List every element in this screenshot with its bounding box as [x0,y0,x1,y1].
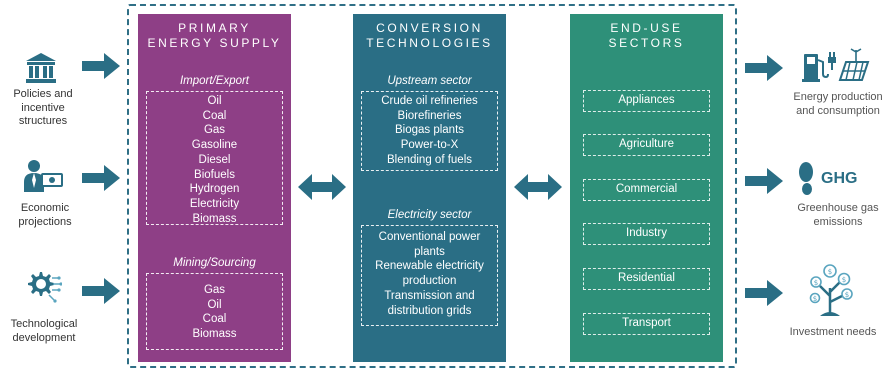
group-title-import-export: Import/Export [179,75,250,87]
mining-sourcing-box: Gas Oil Coal Biomass [146,273,283,350]
output-label-line: Investment needs [789,326,877,338]
ghg-badge: GHG [821,170,858,187]
list-item: plants [414,245,445,258]
list-item: Hydrogen [189,183,240,196]
list-item: production [402,275,457,288]
output-arrow-ghg [745,168,783,194]
output-label-investment: Investment needs [778,326,888,340]
column-title-line: ENERGY SUPPLY [147,36,282,50]
input-label-line: structures [18,115,68,127]
input-label-line: Policies and [13,88,73,100]
column-title-line: PRIMARY [178,21,251,35]
import-export-box: Oil Coal Gas Gasoline Diesel Biofuels Hy… [146,91,283,225]
input-arrow-economic [82,165,120,191]
list-item: Gas [203,284,226,296]
list-item: Crude oil refineries [381,95,478,107]
column-title-line: SECTORS [608,36,685,50]
list-item: Conventional power [378,231,481,243]
list-item: Biofuels [194,168,235,181]
list-item: Power-to-X [400,139,459,152]
list-item: Coal [202,313,227,326]
sector-box-industry: Industry [583,223,710,245]
input-arrow-technology [82,278,120,304]
list-item: Transmission and [384,289,475,302]
output-arrow-energy [745,55,783,81]
output-label-line: and consumption [796,104,880,117]
input-label-economic: Economic projections [4,202,86,229]
input-label-line: projections [18,215,72,228]
input-label-line: development [12,331,76,344]
column-title-line: END-USE [610,21,683,35]
list-item: Blending of fuels [386,153,473,166]
electricity-sector-box: Conventional power plants Renewable elec… [361,225,498,326]
list-item: distribution grids [387,304,472,317]
list-item: Diesel [198,153,231,166]
technology-gear-icon [28,272,62,303]
input-label-policies: Policies and incentive structures [4,88,82,129]
upstream-sector-box: Crude oil refineries Biorefineries Bioga… [361,91,498,171]
group-title-upstream: Upstream sector [387,75,472,87]
sector-box-commercial: Commercial [583,179,710,201]
money-tree-icon: $ $ $ $ $ [809,264,853,316]
list-item: Biogas plants [394,124,465,137]
input-label-line: Economic [20,202,70,214]
sector-box-appliances: Appliances [583,90,710,112]
column-title-line: TECHNOLOGIES [366,36,493,50]
column-title: PRIMARY ENERGY SUPPLY [138,21,291,51]
end-use-sectors-column: END-USE SECTORS Appliances Agriculture C… [570,14,723,362]
output-label-line: emissions [813,215,863,228]
footprint-icon [799,162,813,195]
list-item: Biomass [192,212,237,225]
svg-text:$: $ [845,291,849,299]
list-item: Oil [207,298,222,311]
input-arrow-policies [82,53,120,79]
primary-energy-supply-column: PRIMARY ENERGY SUPPLY Import/Export Oil … [138,14,291,362]
sector-box-residential: Residential [583,268,710,290]
svg-text:$: $ [814,279,818,287]
list-item: Biorefineries [397,109,462,122]
output-label-line: Energy production [793,91,883,103]
double-arrow-conversion-enduse [514,174,562,200]
list-item: Electricity [189,197,240,210]
list-item: Oil [207,95,222,107]
input-label-line: incentive [21,101,65,114]
column-title-line: CONVERSION [376,21,483,35]
list-item: Coal [202,109,227,122]
economic-icon [24,160,63,192]
input-label-technology: Technological development [0,318,88,345]
institution-icon [26,53,56,83]
double-arrow-primary-conversion [298,174,346,200]
list-item: Renewable electricity [375,260,484,273]
sector-box-transport: Transport [583,313,710,335]
input-label-line: Technological [10,318,78,330]
conversion-technologies-column: CONVERSION TECHNOLOGIES Upstream sector … [353,14,506,362]
list-item: Biomass [192,328,237,341]
model-boundary-frame [127,4,737,368]
output-label-ghg: Greenhouse gas emissions [786,202,890,229]
group-title-mining-sourcing: Mining/Sourcing [173,257,256,269]
group-title-electricity: Electricity sector [387,209,472,221]
svg-text:$: $ [828,268,832,276]
output-label-energy: Energy production and consumption [786,91,890,118]
sector-box-agriculture: Agriculture [583,134,710,156]
svg-text:$: $ [813,295,817,303]
list-item: Gasoline [191,139,238,152]
output-label-line: Greenhouse gas [797,202,879,214]
column-title: END-USE SECTORS [570,21,723,51]
list-item: Gas [203,124,226,137]
energy-production-icon [802,48,870,82]
output-arrow-investment [745,280,783,306]
svg-text:$: $ [842,276,846,284]
column-title: CONVERSION TECHNOLOGIES [353,21,506,51]
